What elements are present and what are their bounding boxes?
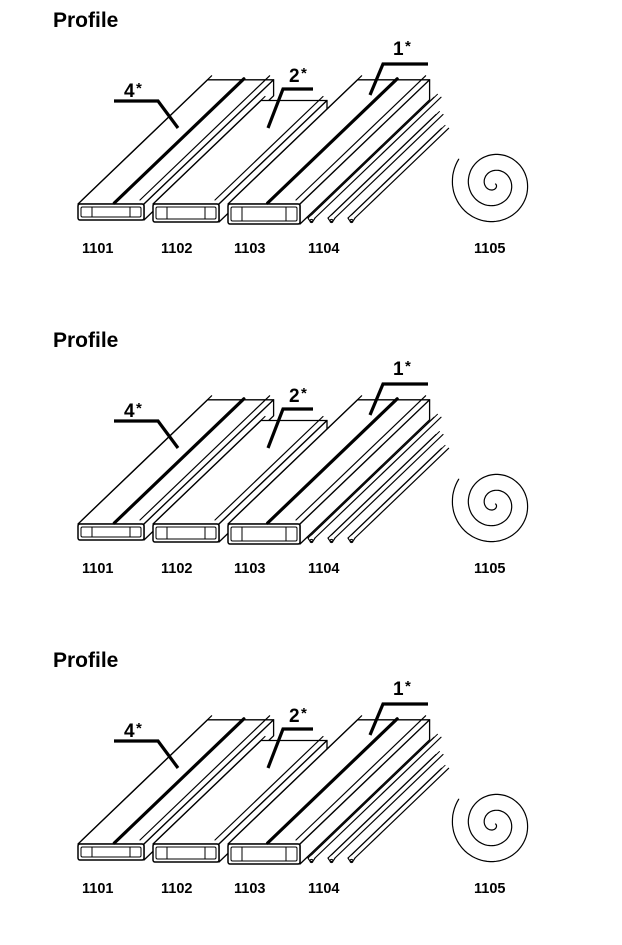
callout-4: 4* [114, 720, 180, 769]
profile-duct-1103 [227, 75, 431, 225]
spiral-wrap-icon [451, 473, 529, 543]
callout-2-mark: * [301, 65, 307, 82]
product-code: 1103 [234, 561, 265, 577]
callout-1: 1* [368, 678, 428, 736]
profile-strip-1104c [347, 124, 450, 224]
callout-4: 4* [114, 400, 180, 449]
callout-4-number: 4 [124, 401, 135, 422]
callout-4-mark: * [136, 80, 142, 97]
product-code: 1104 [308, 881, 339, 897]
profile-strip-1104a [307, 413, 442, 544]
product-code: 1102 [161, 241, 192, 257]
callout-1-number: 1 [393, 359, 404, 380]
spiral-wrap-icon [451, 153, 529, 223]
profile-strip-1104b [327, 431, 444, 544]
product-code: 1105 [474, 241, 505, 257]
callout-1-mark: * [405, 38, 411, 55]
callout-1: 1* [368, 358, 428, 416]
callout-4-number: 4 [124, 721, 135, 742]
callout-2-number: 2 [289, 706, 300, 727]
product-code: 1101 [82, 561, 113, 577]
callout-1-mark: * [405, 678, 411, 695]
spiral-wrap-icon [451, 793, 529, 863]
profile-duct-1103 [227, 715, 431, 865]
profile-strip-1104c [347, 764, 450, 864]
callout-1-mark: * [405, 358, 411, 375]
product-code: 1105 [474, 881, 505, 897]
callout-2-number: 2 [289, 66, 300, 87]
callout-2: 2* [266, 385, 313, 449]
product-code: 1101 [82, 241, 113, 257]
product-code: 1104 [308, 561, 339, 577]
product-code: 1102 [161, 881, 192, 897]
panel-title: Profile [53, 649, 118, 672]
product-code: 1103 [234, 241, 265, 257]
callout-2-mark: * [301, 385, 307, 402]
product-code: 1103 [234, 881, 265, 897]
callout-2-mark: * [301, 705, 307, 722]
callout-4-mark: * [136, 400, 142, 417]
callout-1: 1* [368, 38, 428, 96]
callout-1-number: 1 [393, 39, 404, 60]
profile-duct-1103 [227, 395, 431, 545]
profile-strip-1104c [347, 444, 450, 544]
profile-strip-1104b [327, 111, 444, 224]
panel-title: Profile [53, 329, 118, 352]
callout-1-number: 1 [393, 679, 404, 700]
product-code: 1104 [308, 241, 339, 257]
callout-4-number: 4 [124, 81, 135, 102]
product-code: 1102 [161, 561, 192, 577]
callout-2: 2* [266, 705, 313, 769]
callout-2: 2* [266, 65, 313, 129]
product-code: 1101 [82, 881, 113, 897]
product-code: 1105 [474, 561, 505, 577]
profile-strip-1104a [307, 733, 442, 864]
callout-2-number: 2 [289, 386, 300, 407]
panel-title: Profile [53, 9, 118, 32]
profile-strip-1104b [327, 751, 444, 864]
callout-4: 4* [114, 80, 180, 129]
profile-strip-1104a [307, 93, 442, 224]
callout-4-mark: * [136, 720, 142, 737]
